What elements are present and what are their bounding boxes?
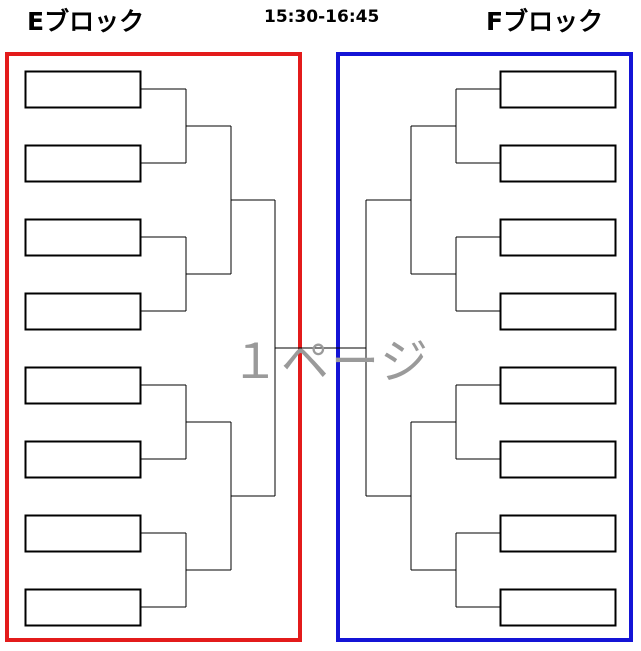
entry-slot-f-3[interactable] <box>499 218 617 257</box>
block-f-title: Fブロック <box>486 7 604 36</box>
entry-slot-f-6[interactable] <box>499 440 617 479</box>
entry-slot-f-4[interactable] <box>499 292 617 331</box>
block-e-title: Eブロック <box>27 7 145 36</box>
entry-slot-e-1[interactable] <box>24 70 142 109</box>
page-watermark: １ページ <box>231 334 431 390</box>
entry-slot-e-4[interactable] <box>24 292 142 331</box>
entry-slot-f-2[interactable] <box>499 144 617 183</box>
entry-slot-e-8[interactable] <box>24 588 142 627</box>
time-range: 15:30-16:45 <box>264 7 380 27</box>
block-e-frame <box>5 52 302 642</box>
entry-slot-e-5[interactable] <box>24 366 142 405</box>
entry-slot-e-6[interactable] <box>24 440 142 479</box>
entry-slot-f-1[interactable] <box>499 70 617 109</box>
entry-slot-f-7[interactable] <box>499 514 617 553</box>
entry-slot-e-7[interactable] <box>24 514 142 553</box>
entry-slot-f-8[interactable] <box>499 588 617 627</box>
entry-slot-e-2[interactable] <box>24 144 142 183</box>
entry-slot-f-5[interactable] <box>499 366 617 405</box>
block-f-frame <box>336 52 633 642</box>
entry-slot-e-3[interactable] <box>24 218 142 257</box>
